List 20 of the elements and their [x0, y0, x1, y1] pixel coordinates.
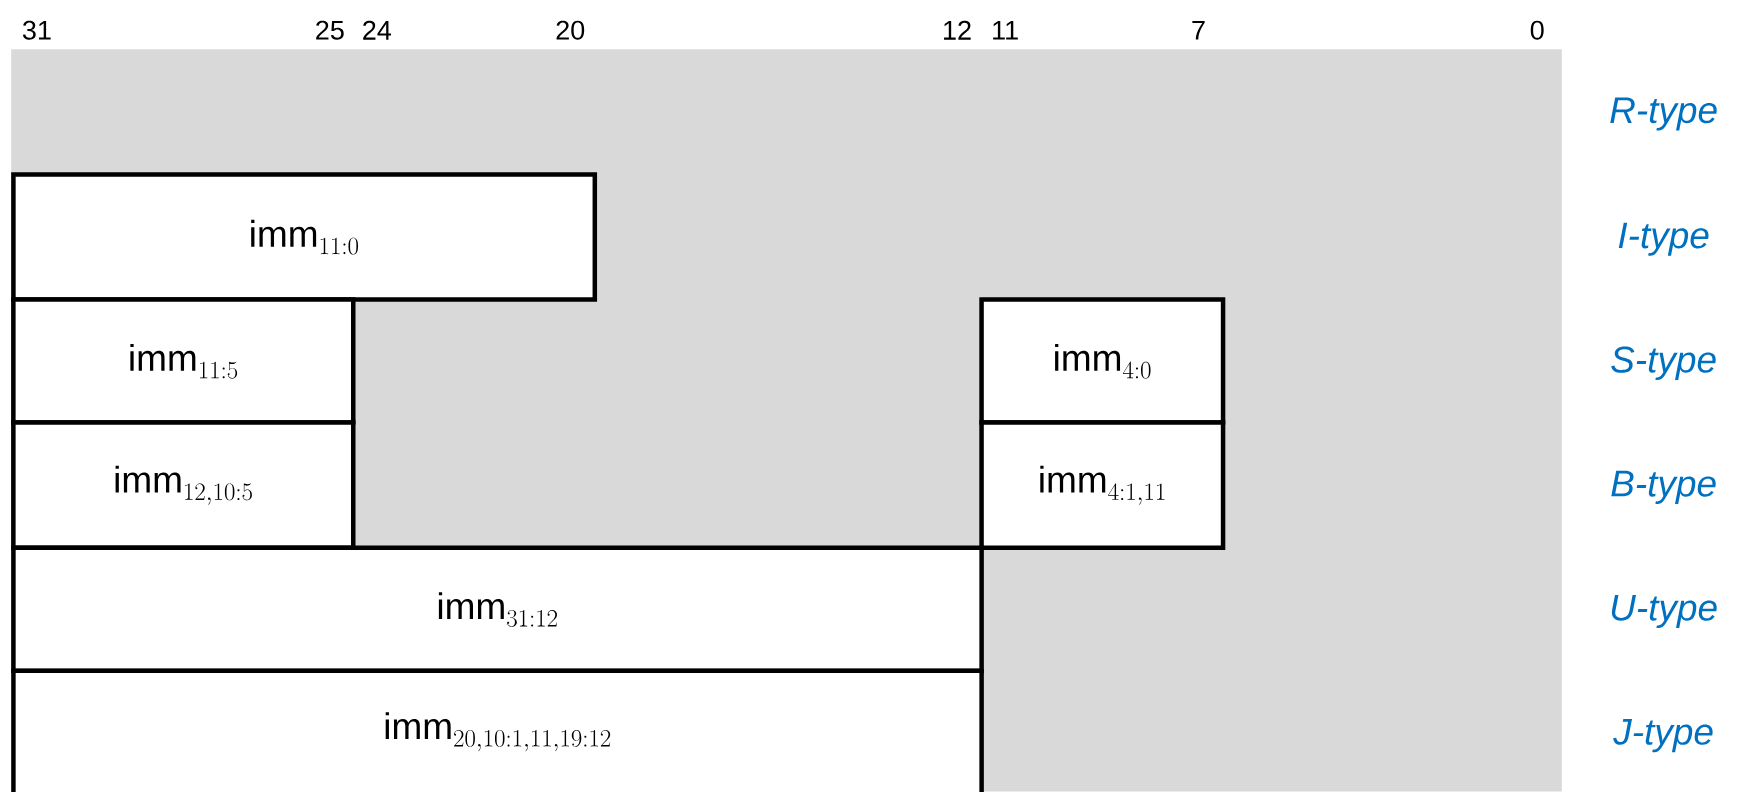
bit-number: 0 — [1530, 20, 1544, 40]
format-type-label: I-type — [1618, 222, 1709, 256]
format-type-label: S-type — [1611, 346, 1716, 381]
bit-number: 31 — [22, 20, 51, 40]
bit-number: 24 — [363, 20, 392, 40]
bit-number: 7 — [1192, 20, 1205, 40]
format-type-label: B-type — [1611, 470, 1716, 504]
immediate-field-box: $\mathrm{imm}_{20,10:1,11,19:12}$ — [11, 668, 984, 792]
bit-number: 11 — [993, 20, 1018, 40]
bit-number: 25 — [316, 20, 344, 40]
immediate-field-box: $\mathrm{imm}_{11:5}$ — [11, 297, 356, 425]
bit-number: 20 — [556, 20, 585, 40]
format-type-label: R-type — [1610, 97, 1717, 131]
immediate-field-box: $\mathrm{imm}_{4:0}$ — [979, 297, 1226, 425]
bit-number: 12 — [944, 20, 971, 40]
immediate-field-box: $\mathrm{imm}_{11:0}$ — [11, 172, 598, 302]
format-type-label: J-type — [1613, 719, 1713, 753]
format-type-label: U-type — [1611, 594, 1717, 629]
immediate-field-box: $\mathrm{imm}_{12,10:5}$ — [11, 420, 356, 551]
immediate-field-box: $\mathrm{imm}_{4:1,11}$ — [979, 420, 1226, 551]
